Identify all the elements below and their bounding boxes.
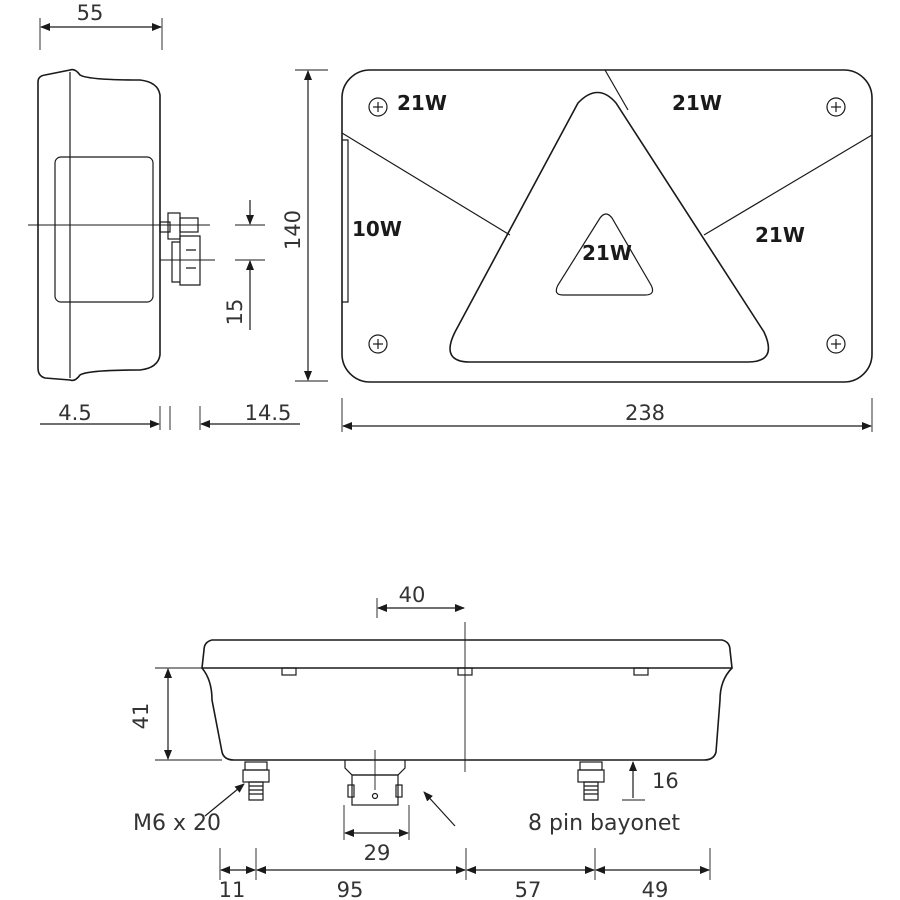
screw-icon — [826, 97, 846, 117]
note-studs: M6 x 20 — [133, 811, 221, 836]
front-outline — [341, 69, 873, 383]
bayonet-connector — [344, 750, 406, 806]
lamp-label-right: 21W — [755, 223, 805, 247]
bottom-lid-outline — [201, 639, 733, 669]
dim-seg-3: 57 — [515, 878, 542, 900]
stud-right — [577, 761, 605, 801]
dim-right-small: 14.5 — [245, 401, 292, 425]
lamp-label-top-right: 21W — [672, 91, 722, 115]
bottom-view: 40 41 16 M6 x 20 8 pin bayonet 29 11 95 … — [129, 583, 733, 900]
inner-triangle — [555, 213, 654, 296]
lamp-label-left: 10W — [352, 217, 402, 241]
dim-seg-1: 11 — [219, 878, 246, 900]
stud-left — [242, 761, 270, 801]
front-view: 21W 21W 10W 21W 21W 238 — [341, 69, 873, 432]
screw-icon — [368, 334, 388, 354]
dim-connector-offset: 15 — [223, 299, 247, 326]
dim-stud-length: 16 — [652, 769, 679, 793]
arrow-icon — [423, 791, 456, 827]
side-connector — [159, 212, 201, 286]
side-housing-inner — [54, 156, 154, 303]
lamp-label-top-left: 21W — [397, 91, 447, 115]
dim-left-small: 4.5 — [58, 401, 91, 425]
arrow-icon — [204, 783, 245, 817]
screw-icon — [368, 97, 388, 117]
warning-triangle — [449, 91, 770, 363]
lamp-label-center: 21W — [582, 241, 632, 265]
bottom-body-outline — [201, 667, 733, 761]
dim-bottom-height: 41 — [129, 703, 153, 730]
dim-width: 238 — [625, 401, 665, 425]
side-view: 15 55 140 4.5 14.5 — [28, 1, 328, 430]
side-body-outline — [37, 68, 161, 382]
dim-height: 140 — [281, 210, 305, 250]
note-connector: 8 pin bayonet — [528, 811, 680, 836]
dim-connector-width: 29 — [364, 841, 391, 865]
screw-icon — [826, 334, 846, 354]
dim-depth: 55 — [77, 1, 104, 25]
dim-seg-2: 95 — [337, 878, 364, 900]
dim-offset-top: 40 — [399, 583, 426, 607]
dim-seg-4: 49 — [642, 878, 669, 900]
